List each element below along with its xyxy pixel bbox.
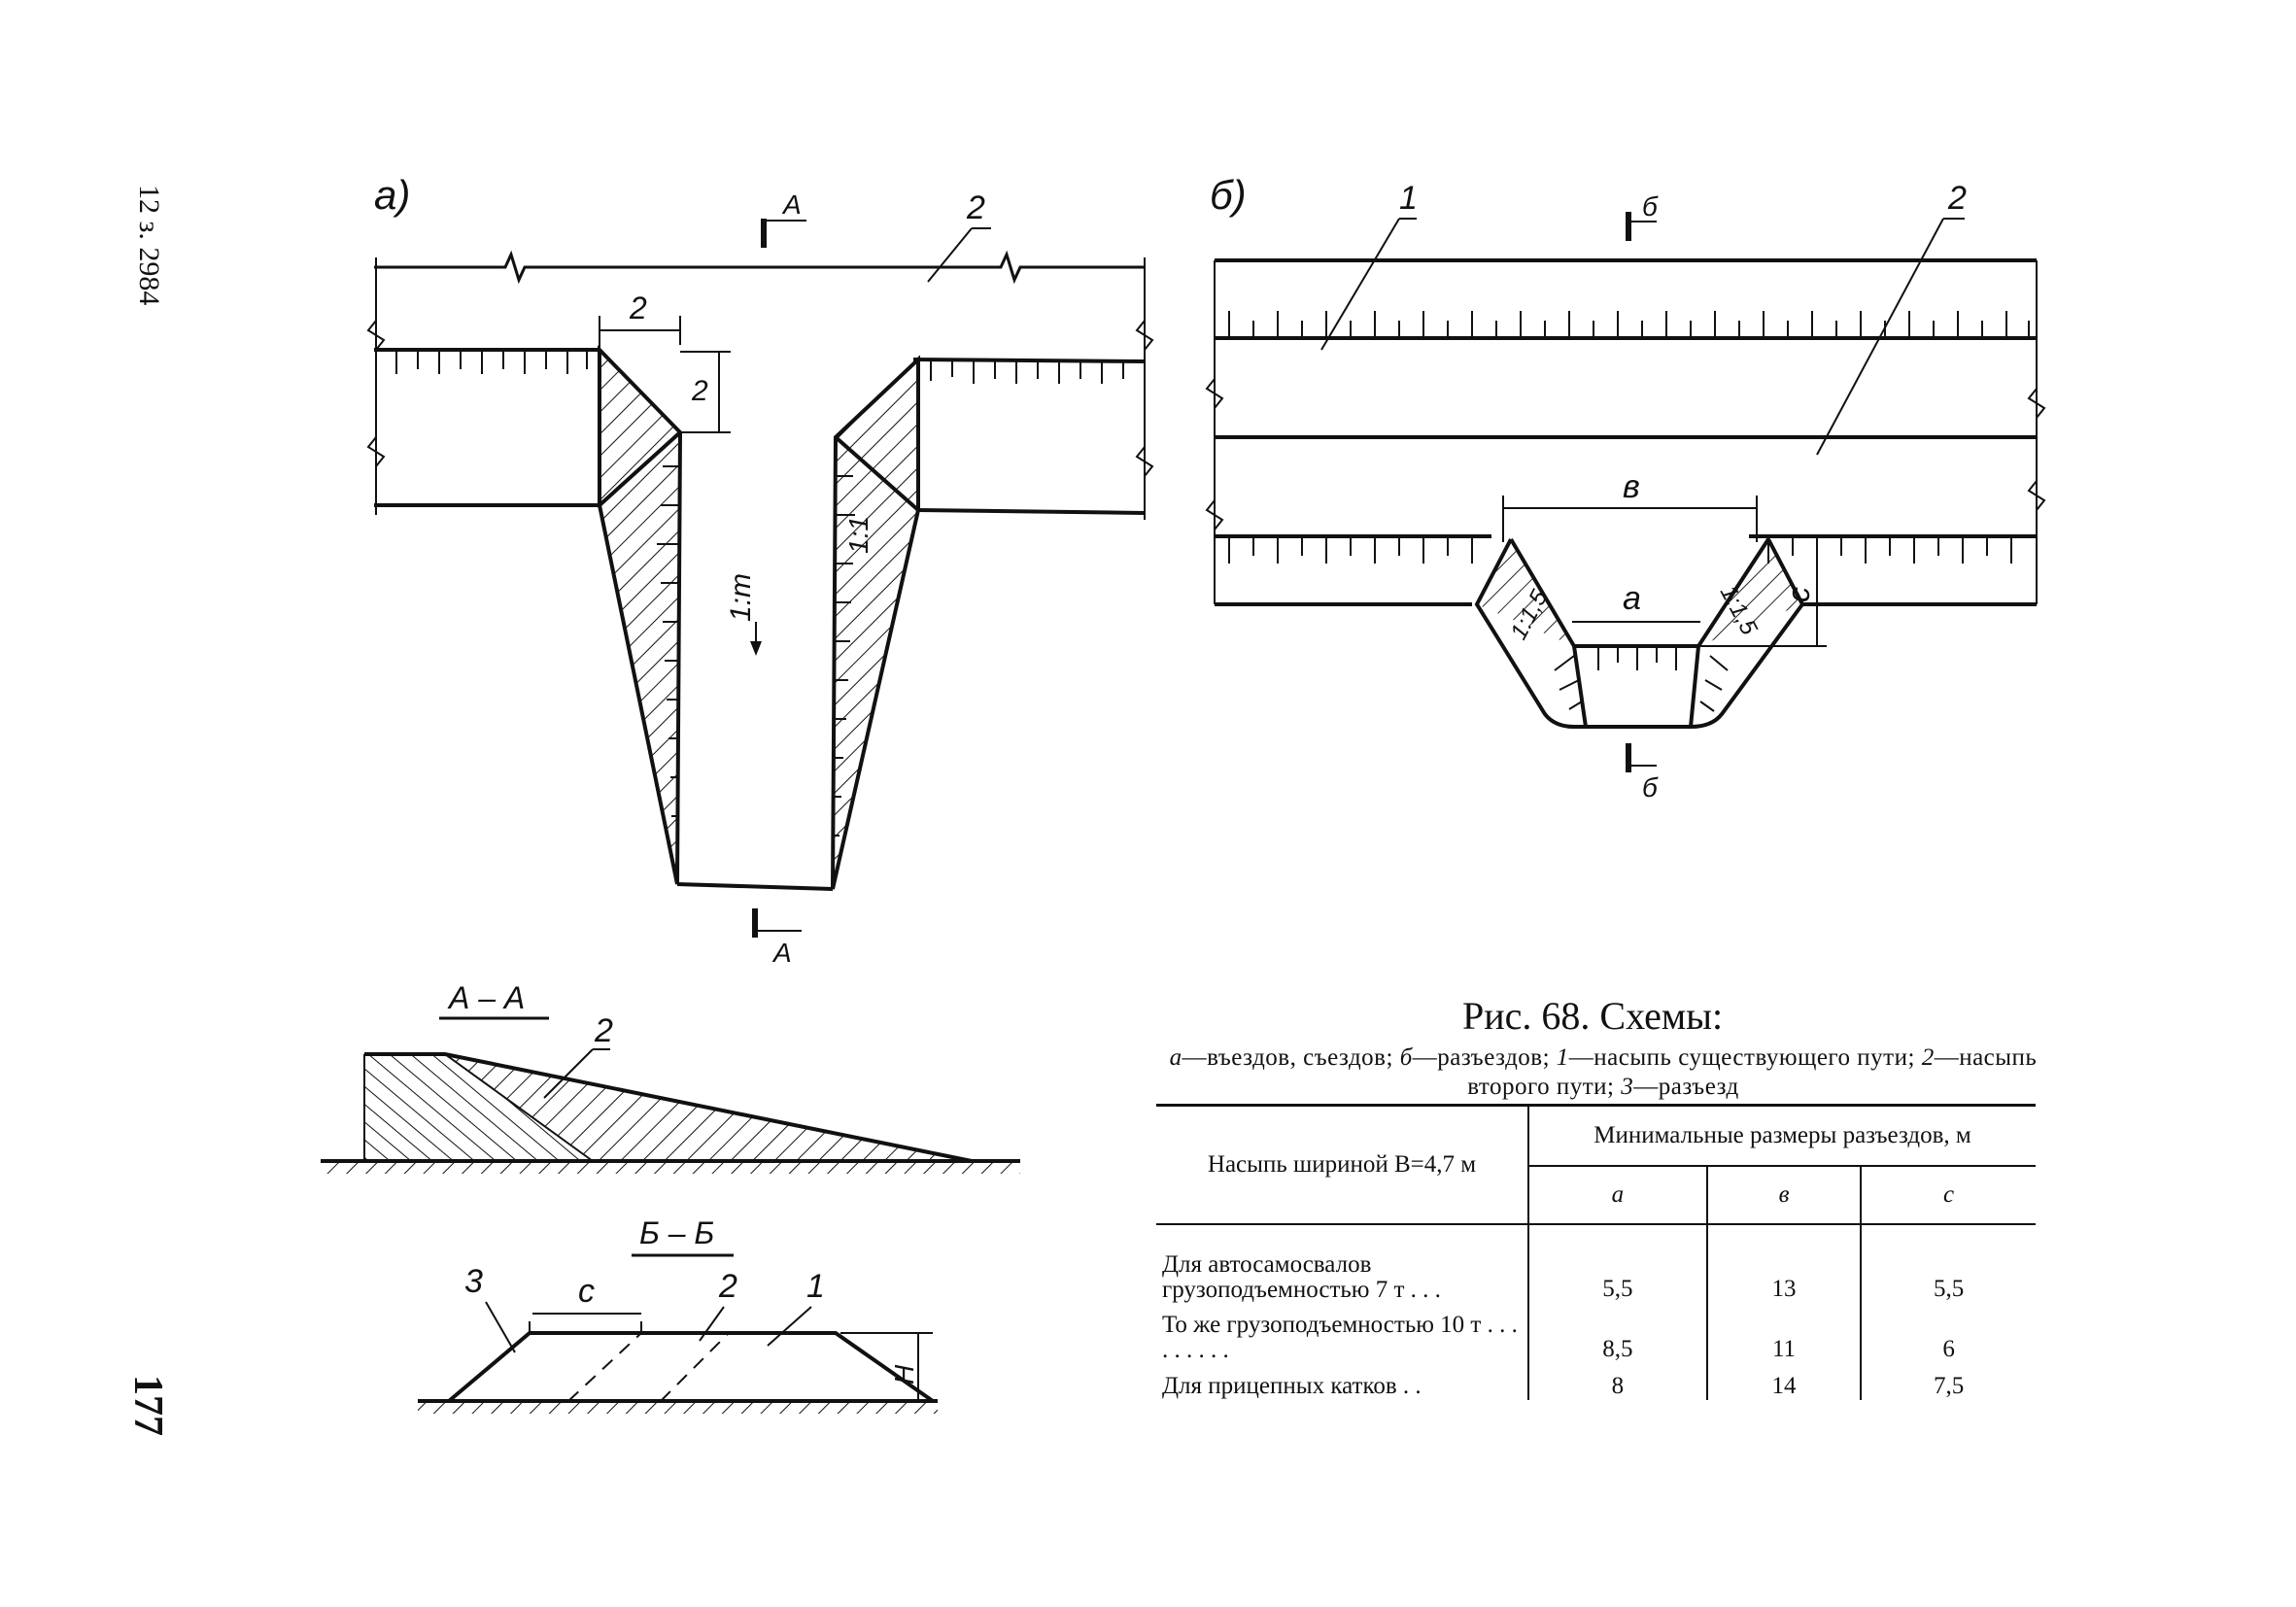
figure-a-slope-11: 1:1 bbox=[843, 516, 874, 554]
table-cell: 5,5 bbox=[1860, 1224, 2036, 1303]
section-bb-title: Б – Б bbox=[639, 1215, 714, 1250]
figure-b-callout-1: 1 bbox=[1399, 180, 1418, 217]
table-cell: 5,5 bbox=[1527, 1224, 1707, 1303]
table-row-label: То же грузоподъемностью 10 т . . . . . .… bbox=[1162, 1312, 1518, 1363]
table-row-label: Для прицепных катков . . bbox=[1162, 1373, 1422, 1399]
section-bb-callout-3: 3 bbox=[464, 1263, 483, 1300]
table-row: Для прицепных катков . . 8 14 7,5 bbox=[1156, 1363, 2036, 1400]
table-cell: 8,5 bbox=[1527, 1303, 1707, 1363]
legend-text-a: —въездов, съездов; bbox=[1182, 1044, 1400, 1071]
legend-text-b: —разъездов; bbox=[1412, 1044, 1557, 1071]
section-mark-a-bottom: А bbox=[771, 938, 792, 968]
table-cell: 14 bbox=[1705, 1363, 1862, 1400]
section-mark-a-top: А bbox=[781, 189, 802, 220]
section-bb-height: Н bbox=[889, 1364, 919, 1385]
legend-text-2: —насыпь второго пути; bbox=[1467, 1044, 2038, 1100]
figure-b-dim-a: а bbox=[1623, 580, 1641, 617]
figure-a-plan: a) bbox=[366, 172, 1154, 968]
legend-key-a: а bbox=[1169, 1044, 1182, 1071]
table-row: То же грузоподъемностью 10 т . . . . . .… bbox=[1156, 1303, 2036, 1363]
table-row-label: Для автосамосвалов грузоподъемностью 7 т… bbox=[1162, 1251, 1441, 1303]
table-cell: 6 bbox=[1860, 1303, 2036, 1363]
legend-key-1: 1 bbox=[1556, 1044, 1569, 1071]
table-col-c: с bbox=[1860, 1165, 2036, 1225]
section-bb: Б – Б 3 с 2 1 Н bbox=[418, 1215, 938, 1414]
figure-a-height-dim: 2 bbox=[691, 375, 708, 407]
section-aa-title: А – А bbox=[447, 980, 525, 1015]
figure-b-label: б) bbox=[1210, 172, 1247, 218]
figure-caption-title: Рис. 68. Схемы: bbox=[1462, 994, 1724, 1038]
figure-a-label: a) bbox=[374, 172, 410, 218]
figure-a-callout-2: 2 bbox=[966, 189, 985, 226]
figure-b-plan: б) bbox=[1205, 172, 2046, 803]
section-bb-callout-2: 2 bbox=[718, 1268, 737, 1305]
table-cell: 11 bbox=[1705, 1303, 1862, 1363]
legend-text-3: —разъезд bbox=[1633, 1074, 1739, 1100]
table-col-v: в bbox=[1705, 1165, 1862, 1225]
table-col-a: а bbox=[1527, 1165, 1707, 1225]
legend-key-b: б bbox=[1399, 1044, 1413, 1071]
legend-key-2: 2 bbox=[1921, 1044, 1935, 1071]
table-cell: 13 bbox=[1705, 1224, 1862, 1303]
section-aa: А – А 2 bbox=[321, 980, 1020, 1174]
figure-caption-legend: а—въездов, съездов; б—разъездов; 1—насып… bbox=[1166, 1043, 2040, 1102]
figure-b-dim-c: с bbox=[1781, 587, 1816, 602]
table-row: Для автосамосвалов грузоподъемностью 7 т… bbox=[1156, 1224, 2036, 1303]
section-bb-callout-1: 1 bbox=[806, 1268, 825, 1305]
table-cell: 7,5 bbox=[1860, 1363, 2036, 1400]
section-mark-b-top: б bbox=[1642, 191, 1659, 222]
figure-a-slope-1m: 1:m bbox=[725, 573, 757, 622]
legend-key-3: 3 bbox=[1621, 1074, 1634, 1100]
table-group-header: Минимальные размеры разъездов, м bbox=[1527, 1104, 2036, 1166]
table-cell: 8 bbox=[1527, 1363, 1707, 1400]
figure-b-callout-2: 2 bbox=[1947, 180, 1967, 217]
figure-a-width-dim: 2 bbox=[629, 291, 647, 325]
figure-b-dim-v: в bbox=[1623, 468, 1640, 505]
turnout-size-table: Насыпь шириной В=4,7 м Минимальные разме… bbox=[1156, 1104, 2036, 1400]
table-row-header: Насыпь шириной В=4,7 м bbox=[1156, 1104, 1528, 1225]
section-bb-callout-c: с bbox=[578, 1273, 595, 1310]
section-mark-b-bottom: б bbox=[1642, 772, 1659, 803]
section-aa-callout-2: 2 bbox=[594, 1012, 613, 1049]
legend-text-1: —насыпь существующего пути; bbox=[1568, 1044, 1922, 1071]
